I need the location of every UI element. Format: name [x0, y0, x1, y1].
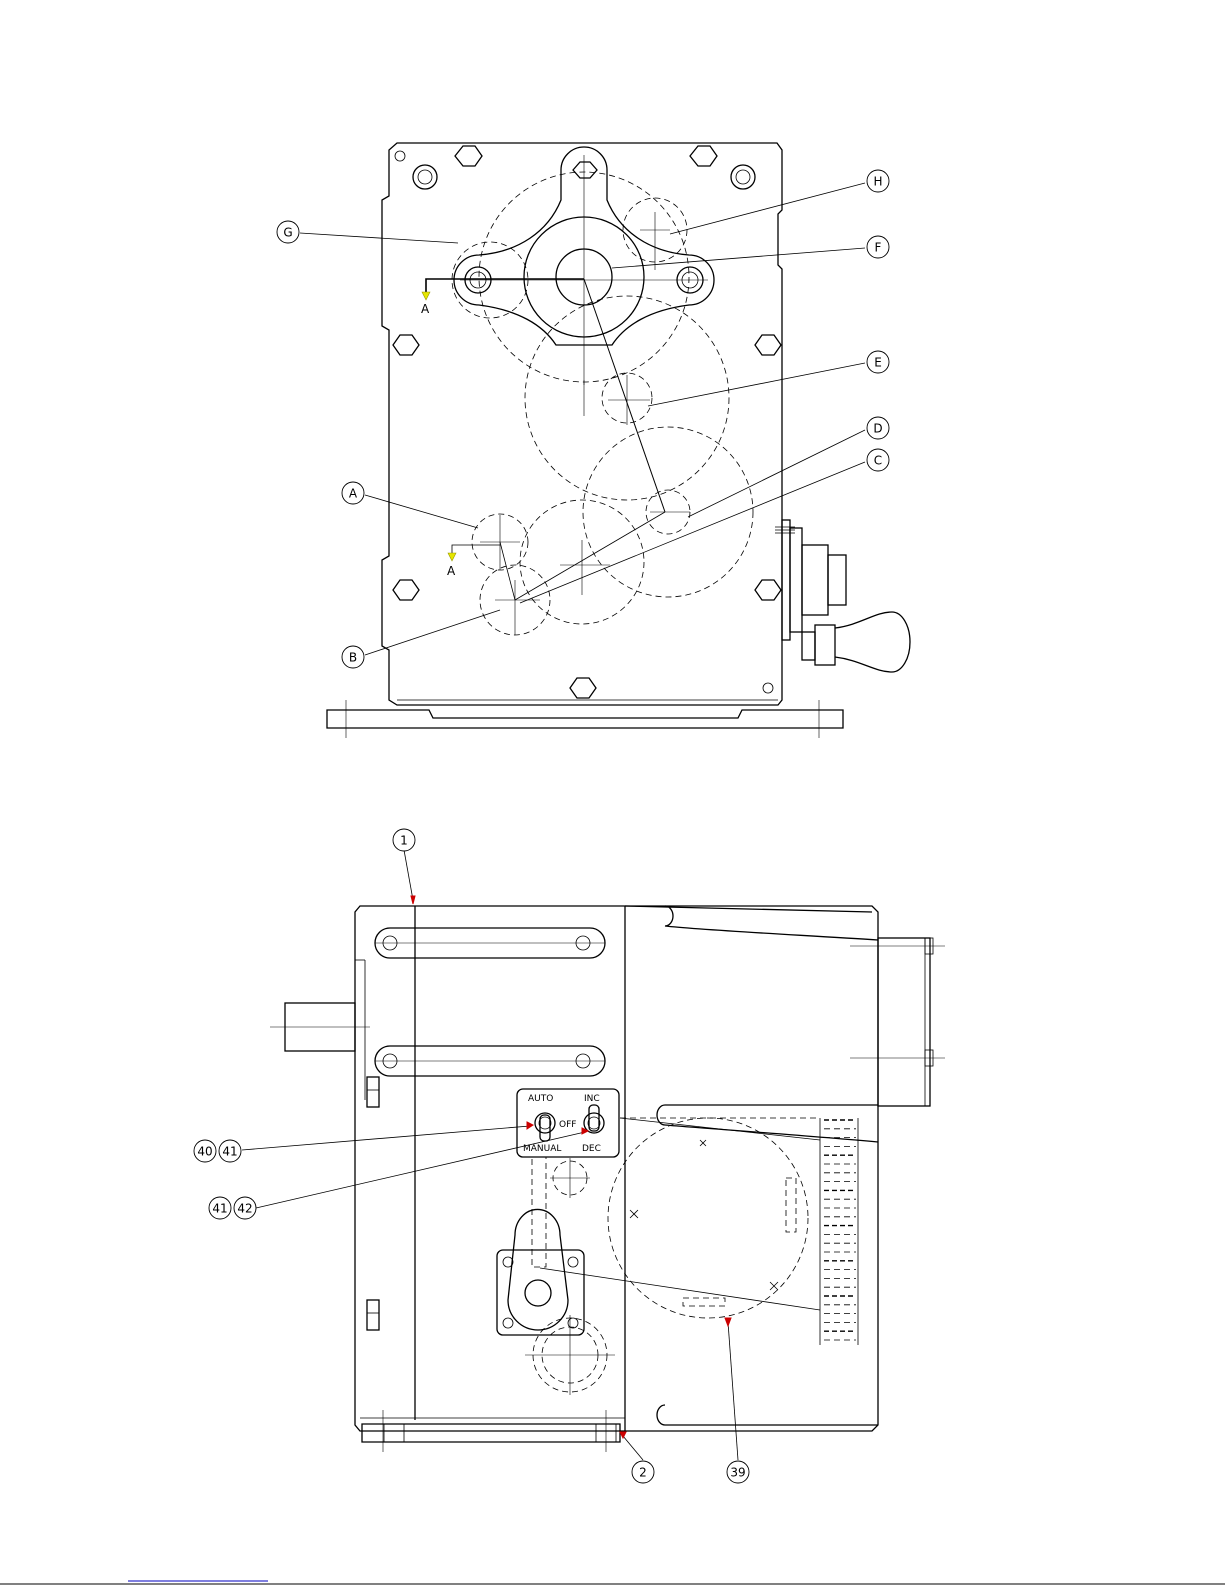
- centre-lines: [480, 155, 690, 635]
- callout-39: 39: [727, 1461, 749, 1483]
- svg-text:C: C: [874, 454, 882, 468]
- callout-g: G: [277, 221, 299, 243]
- section-arrow-icon: [448, 553, 456, 561]
- callout-1: 1: [393, 829, 415, 851]
- switch-plate: AUTO INC OFF MANUAL DEC: [517, 1089, 619, 1157]
- callout-2: 2: [632, 1461, 654, 1483]
- callout-tip-icon: [725, 1318, 731, 1326]
- base-plate: [327, 710, 843, 728]
- switch-label-auto: AUTO: [528, 1094, 553, 1104]
- section-mark-upper: A: [421, 302, 430, 316]
- callout-tip-icon: [411, 896, 415, 904]
- callout-40: 40: [194, 1140, 216, 1162]
- svg-text:40: 40: [197, 1145, 212, 1159]
- callout-41-lower: 41: [209, 1197, 231, 1219]
- section-arrow-icon: [422, 292, 430, 300]
- side-view: AUTO INC OFF MANUAL DEC: [194, 829, 945, 1483]
- top-leaders: [300, 183, 865, 655]
- svg-text:1: 1: [400, 834, 408, 848]
- callout-c: C: [867, 449, 889, 471]
- callout-h: H: [867, 170, 889, 192]
- switch-label-inc: INC: [584, 1094, 600, 1104]
- section-mark-lower: A: [447, 564, 456, 578]
- svg-text:41: 41: [222, 1145, 237, 1159]
- side-callouts: 1 40 41 41 42 2 39: [194, 829, 749, 1483]
- hex-bolts: [393, 146, 781, 698]
- callout-f: F: [867, 236, 889, 258]
- top-view: A A H G: [277, 143, 910, 738]
- svg-text:B: B: [349, 651, 357, 665]
- switch-label-manual: MANUAL: [523, 1144, 561, 1154]
- svg-text:A: A: [349, 487, 358, 501]
- switch-label-dec: DEC: [582, 1144, 601, 1154]
- crank-handle: [497, 1209, 584, 1335]
- callout-41-upper: 41: [219, 1140, 241, 1162]
- callout-tip-icon: [620, 1432, 626, 1438]
- switch-label-off: OFF: [559, 1120, 576, 1130]
- gear-train: [452, 172, 753, 635]
- svg-text:G: G: [283, 226, 292, 240]
- callout-d: D: [867, 417, 889, 439]
- svg-text:42: 42: [237, 1202, 252, 1216]
- svg-text:F: F: [875, 241, 882, 255]
- side-leaders: [242, 850, 738, 1460]
- callout-a: A: [342, 482, 364, 504]
- motor-housing: [625, 906, 878, 940]
- callout-42: 42: [234, 1197, 256, 1219]
- side-body-outline: [355, 906, 878, 1431]
- svg-text:39: 39: [730, 1466, 745, 1480]
- svg-text:2: 2: [639, 1466, 647, 1480]
- svg-text:H: H: [873, 175, 882, 189]
- callout-e: E: [867, 351, 889, 373]
- top-callouts: H G F E D C A B: [277, 170, 889, 668]
- svg-text:E: E: [874, 356, 882, 370]
- callout-tip-icon: [527, 1122, 533, 1129]
- svg-text:D: D: [873, 422, 882, 436]
- handwheel: [775, 520, 910, 672]
- side-base: [362, 1424, 620, 1442]
- callout-b: B: [342, 646, 364, 668]
- housing-outline: [382, 143, 782, 705]
- callout-tip-icon: [582, 1128, 588, 1134]
- terminal-strip: [820, 1118, 858, 1345]
- svg-text:41: 41: [212, 1202, 227, 1216]
